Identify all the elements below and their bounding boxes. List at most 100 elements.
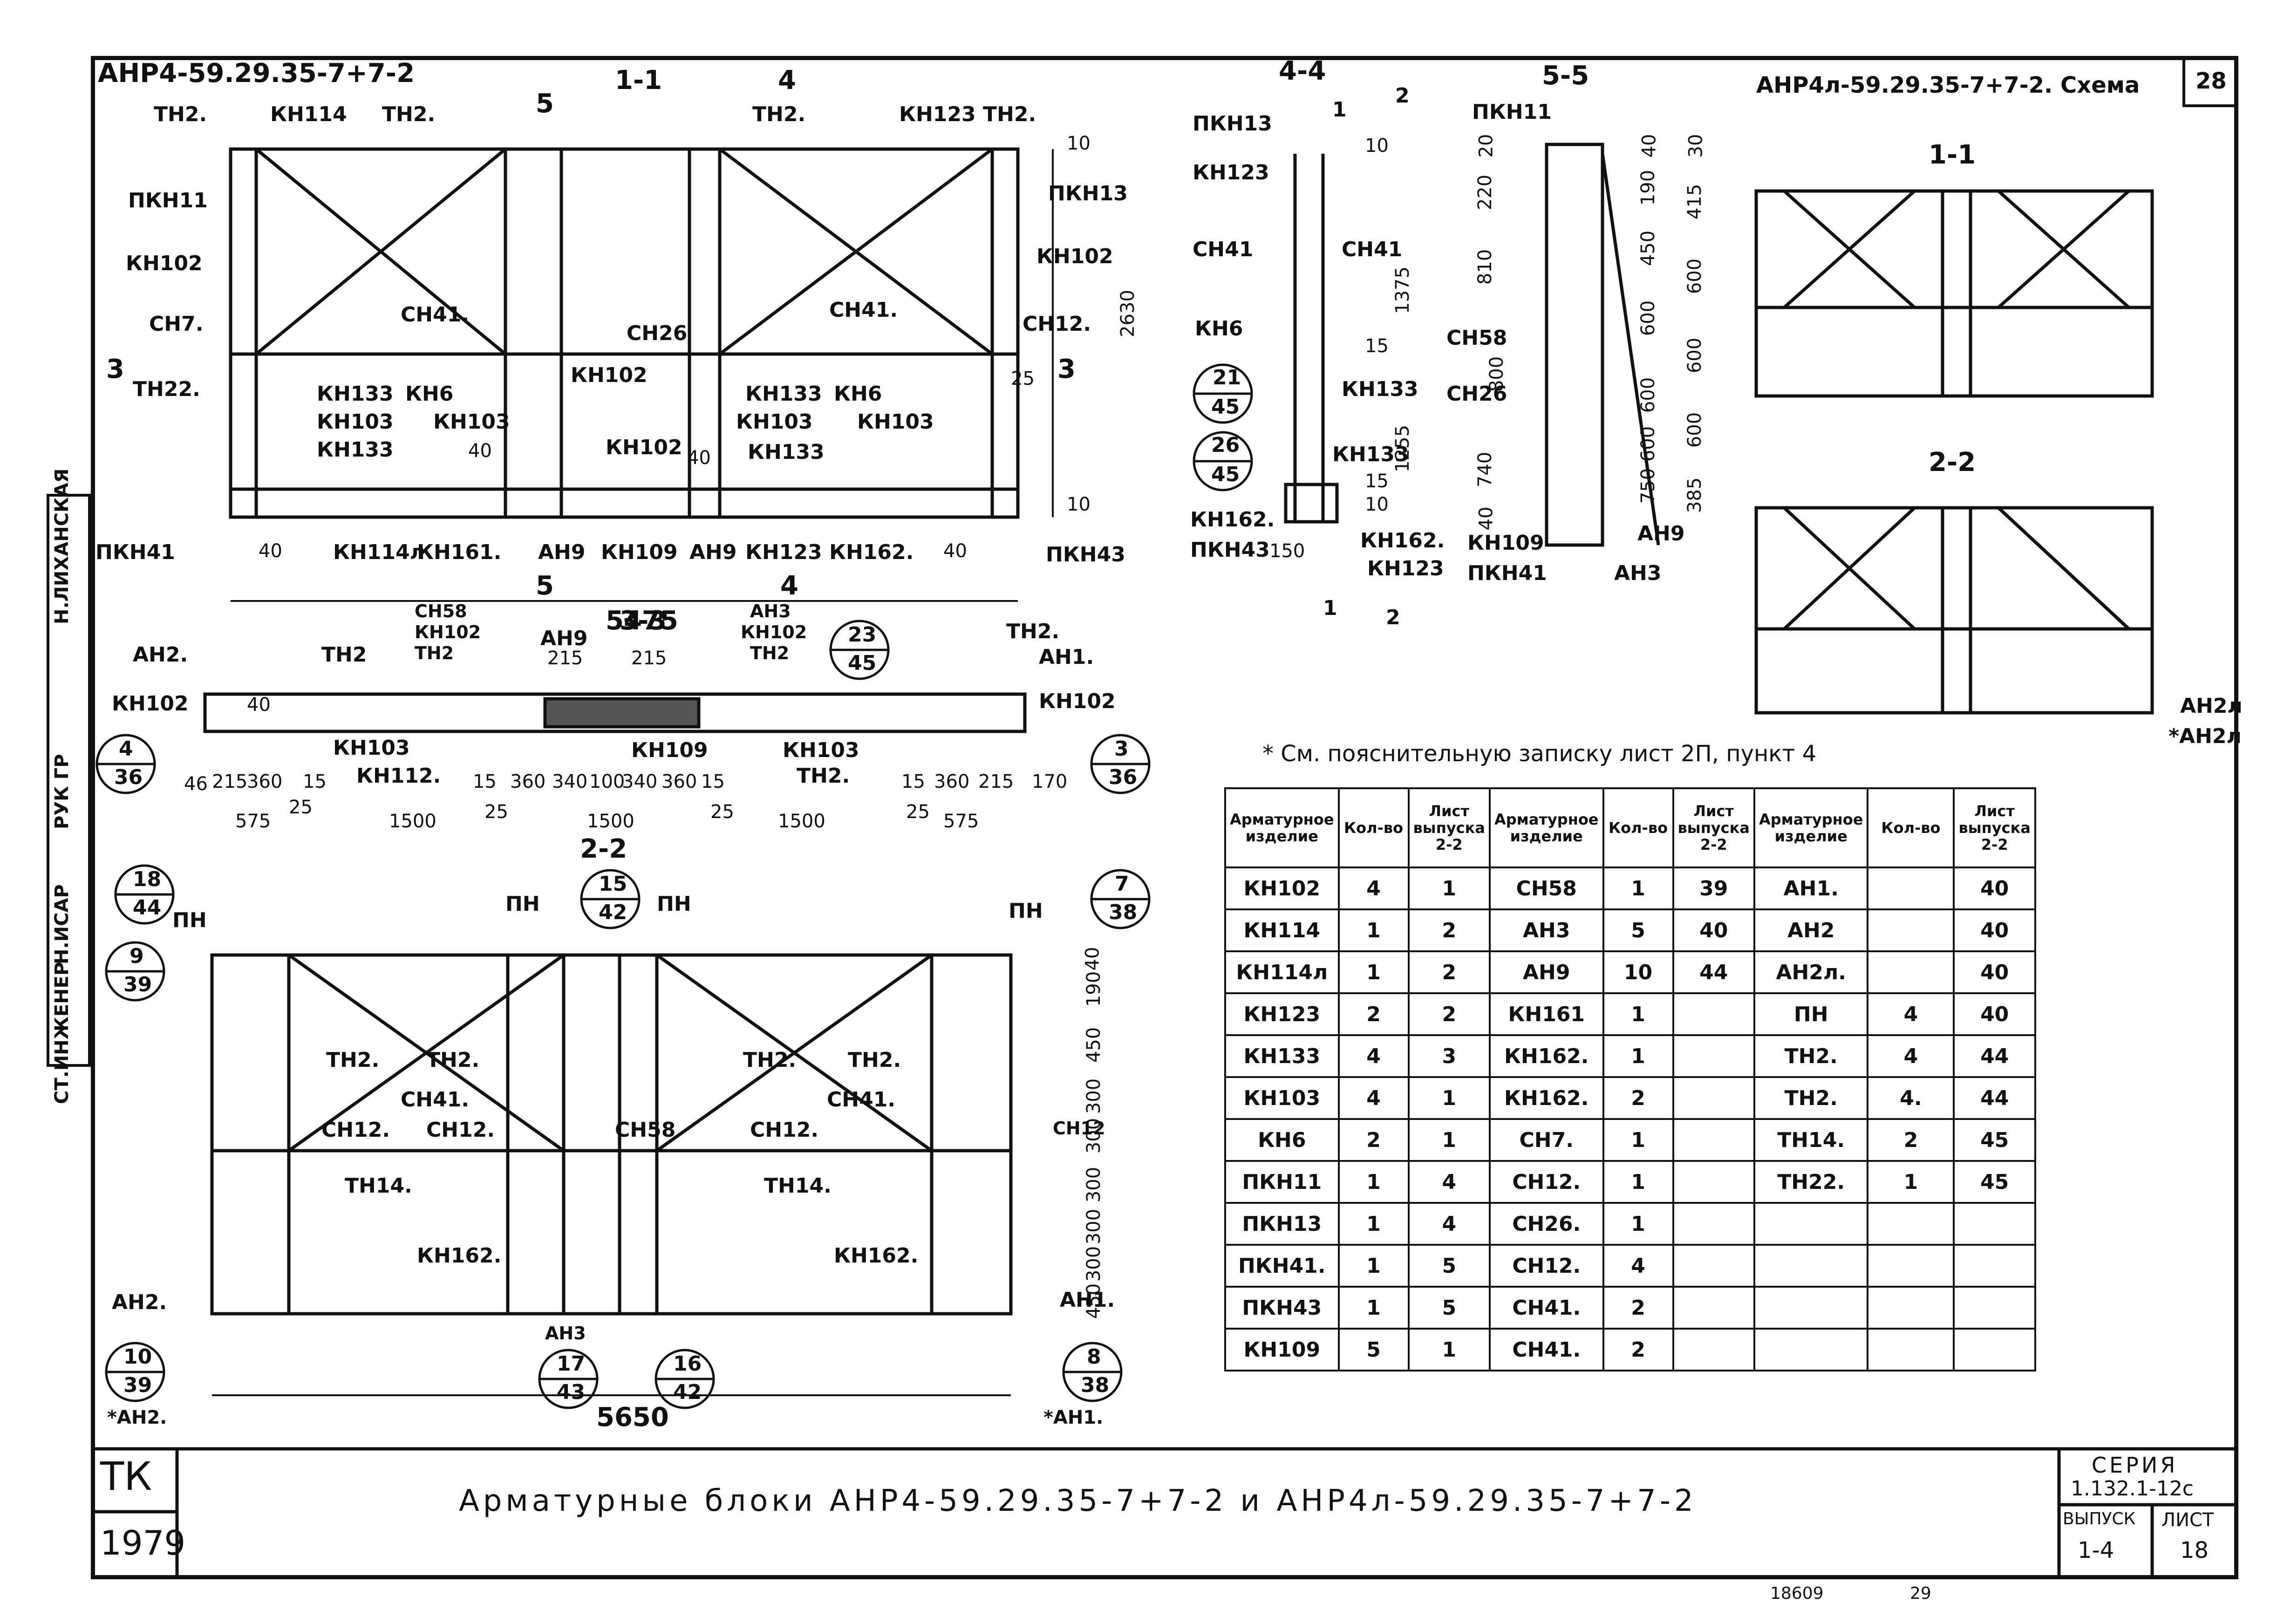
s55-dim-r-8: 385 — [1684, 477, 1706, 513]
s22-label-sn12-3: СН12. — [750, 1118, 819, 1142]
spec-cell — [1953, 1244, 2036, 1288]
s22-ref-6-bottom: 43 — [557, 1380, 586, 1404]
cut-mark-5-top: 5 — [536, 89, 554, 119]
label-th2-3: ТН2. — [983, 102, 1036, 126]
s33-label-kn103-1: КН103 — [333, 736, 410, 760]
label-pkn43: ПКН43 — [1046, 543, 1125, 566]
s22-dim-7: 300 — [1083, 1246, 1105, 1282]
s22-label-kn162-2: КН162. — [834, 1244, 919, 1268]
spec-cell: 3 — [1407, 1034, 1491, 1078]
s55-dim-r-13: 600 — [1684, 412, 1706, 448]
spec-cell — [1867, 1244, 1955, 1288]
s22-label-sn12-4: СН12 — [1053, 1118, 1105, 1139]
s55-dim-l-2: 220 — [1474, 174, 1496, 211]
spec-cell: ПКН41. — [1224, 1244, 1340, 1288]
label-kn102-2: КН102 — [1036, 245, 1113, 268]
sheet-number: 28 — [2195, 68, 2227, 94]
spec-cell: 5 — [1407, 1286, 1491, 1330]
spec-cell: 40 — [1672, 908, 1755, 952]
spec-cell: КН102 — [1224, 867, 1340, 910]
s55-dim-r-7: 750 — [1637, 468, 1659, 504]
spec-h-sheet-3: Лист выпуска 2-2 — [1953, 787, 2036, 868]
label-sn7: СН7. — [149, 312, 204, 336]
scheme-22-outline — [1754, 506, 2154, 715]
label-kn102-4: КН102 — [606, 436, 682, 459]
s33-label-sn58: СН58 — [415, 601, 467, 621]
s22-ref-8-top: 8 — [1087, 1345, 1101, 1369]
cut-mark-3-right: 3 — [1057, 354, 1076, 384]
spec-cell: 44 — [1953, 1076, 2036, 1120]
s33-dim-14: 360 — [661, 771, 697, 792]
s33-dim-9: 15 — [473, 771, 497, 792]
s22-label-an1-star: *АН1. — [1043, 1407, 1104, 1428]
spec-cell: СН12. — [1488, 1244, 1604, 1288]
spec-header-row: Арматурное изделие Кол-во Лист выпуска 2… — [1224, 787, 2036, 868]
s22-ref-5-top: 10 — [123, 1345, 152, 1369]
s44-label-pkn43: ПКН43 — [1190, 538, 1270, 562]
label-kn133-3: КН133 — [317, 438, 394, 462]
s33-label-an3: АН3 — [750, 601, 791, 621]
spec-cell: 4 — [1867, 1034, 1955, 1078]
spec-cell: СН12. — [1488, 1160, 1604, 1204]
bottom-page: 29 — [1910, 1584, 1931, 1603]
stamp-tk: ТК — [100, 1453, 152, 1499]
s44-ref-2-bottom: 45 — [1211, 463, 1240, 486]
s22-ref-6-top: 17 — [557, 1352, 586, 1376]
spec-cell: 1 — [1337, 1202, 1410, 1246]
spec-cell: КН6 — [1224, 1118, 1340, 1162]
s22-label-th2-4: ТН2. — [848, 1048, 901, 1072]
footnote: * См. пояснительную записку лист 2П, пун… — [1262, 741, 1817, 767]
spec-cell — [1672, 1160, 1755, 1204]
s33-dim-20: 15 — [901, 771, 925, 792]
spec-cell: 4 — [1407, 1202, 1491, 1246]
scheme-title: АНР4л-59.29.35-7+7-2. Схема — [1756, 72, 2140, 98]
s55-dim-r-12: 600 — [1684, 337, 1706, 374]
label-kn6-1: КН6 — [405, 382, 454, 406]
s44-label-pkn13: ПКН13 — [1193, 112, 1272, 136]
spec-cell: СН41. — [1488, 1328, 1604, 1372]
spec-cell: ТН14. — [1753, 1118, 1869, 1162]
s55-label-kn109: КН109 — [1467, 531, 1544, 555]
s55-dim-r-11: 600 — [1684, 258, 1706, 294]
s22-label-pn-3: ПН — [657, 892, 691, 916]
spec-cell: 45 — [1953, 1118, 2036, 1162]
s22-label-pn-1: ПН — [172, 908, 207, 932]
s44-dim-1: 1 — [1332, 98, 1347, 122]
s33-dim-5: 25 — [289, 797, 313, 818]
spec-cell: 4 — [1337, 1034, 1410, 1078]
s22-label-pn-2: ПН — [505, 892, 540, 916]
s22-label-th2-2: ТН2. — [426, 1048, 480, 1072]
label-kn123: КН123 — [899, 102, 976, 126]
s33-label-th2-1: ТН2 — [415, 643, 454, 663]
s22-dim-4: 300 — [1083, 1118, 1105, 1154]
spec-cell: КН123 — [1224, 992, 1340, 1036]
label-kn123-2: КН123 — [745, 540, 822, 564]
main-view-outline — [229, 147, 1020, 519]
s55-label-an3: АН3 — [1614, 561, 1662, 585]
s55-dim-l-4: 800 — [1486, 356, 1508, 392]
s33-dim-26: 25 — [906, 801, 930, 823]
s33-dim-8: 25 — [484, 801, 508, 823]
s22-label-an2-star: *АН2. — [107, 1407, 167, 1428]
spec-cell: ТН22. — [1753, 1160, 1869, 1204]
spec-cell: 1 — [1407, 1328, 1491, 1372]
spec-cell: СН58 — [1488, 867, 1604, 910]
spec-cell: 1 — [1407, 867, 1491, 910]
sheet-main-title: Арматурные блоки АНР4-59.29.35-7+7-2 и А… — [459, 1484, 1697, 1518]
s55-dim-l-3: 810 — [1474, 249, 1496, 285]
label-kn103-4: КН103 — [857, 410, 934, 434]
s33-dim-7: 1500 — [389, 811, 436, 832]
s22-ref-3-bottom: 42 — [599, 901, 627, 924]
s33-dim-15: 15 — [701, 771, 725, 792]
s33-label-an1: АН1. — [1039, 645, 1094, 669]
spec-cell: 1 — [1602, 992, 1674, 1036]
label-kn103-3: КН103 — [736, 410, 813, 434]
label-kn133-2: КН133 — [745, 382, 822, 406]
s44-dim-1375: 1375 — [1391, 266, 1413, 314]
spec-cell: 5 — [1407, 1244, 1491, 1288]
spec-cell — [1867, 1328, 1955, 1372]
s44-label-kn123-2: КН123 — [1367, 557, 1444, 580]
